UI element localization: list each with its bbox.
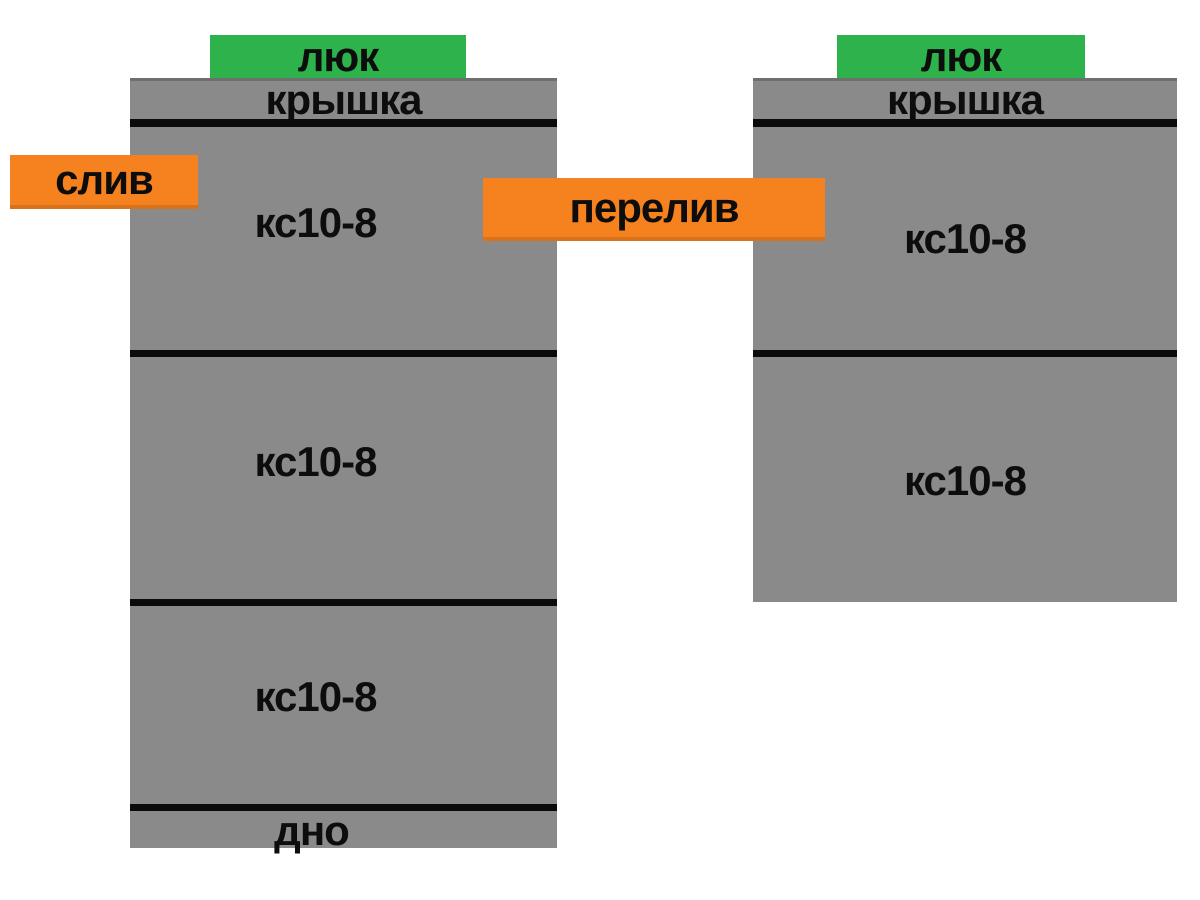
drain-pipe-label: слив bbox=[55, 156, 154, 203]
left-ring-3-label: кс10-8 bbox=[254, 673, 378, 720]
right-ring-2-label: кс10-8 bbox=[904, 457, 1027, 504]
right-ring-divider-1 bbox=[753, 350, 1177, 357]
right-tank: крышка кс10-8 кс10-8 bbox=[753, 78, 1177, 602]
right-cover-divider bbox=[753, 119, 1177, 127]
left-bottom-divider bbox=[130, 804, 557, 811]
right-cover-label: крышка bbox=[887, 76, 1044, 123]
left-ring-3: кс10-8 bbox=[130, 606, 557, 804]
left-ring-1-label: кс10-8 bbox=[254, 198, 378, 246]
drain-pipe-label-block: слив bbox=[10, 155, 198, 209]
right-hatch-block: люк bbox=[837, 35, 1085, 78]
left-ring-1: кс10-8 bbox=[130, 127, 557, 350]
left-ring-2-label: кс10-8 bbox=[254, 438, 378, 485]
left-hatch-block: люк bbox=[210, 35, 466, 78]
left-bottom-strip: дно bbox=[130, 807, 557, 854]
right-hatch-label: люк bbox=[920, 32, 1003, 80]
left-cover-strip: крышка bbox=[130, 76, 557, 123]
left-ring-divider-2 bbox=[130, 599, 557, 606]
overflow-pipe-label-block: перелив bbox=[483, 178, 825, 241]
left-bottom-label: дно bbox=[274, 807, 350, 854]
left-ring-divider-1 bbox=[130, 350, 557, 357]
right-ring-2: кс10-8 bbox=[753, 357, 1177, 605]
overflow-pipe-label: перелив bbox=[569, 183, 739, 231]
left-cover-label: крышка bbox=[265, 76, 423, 123]
right-cover-strip: крышка bbox=[753, 76, 1177, 123]
left-ring-2: кс10-8 bbox=[130, 357, 557, 599]
right-ring-1: кс10-8 bbox=[753, 127, 1177, 350]
right-ring-1-label: кс10-8 bbox=[904, 214, 1027, 262]
left-cover-divider bbox=[130, 119, 557, 127]
left-hatch-label: люк bbox=[297, 32, 380, 80]
